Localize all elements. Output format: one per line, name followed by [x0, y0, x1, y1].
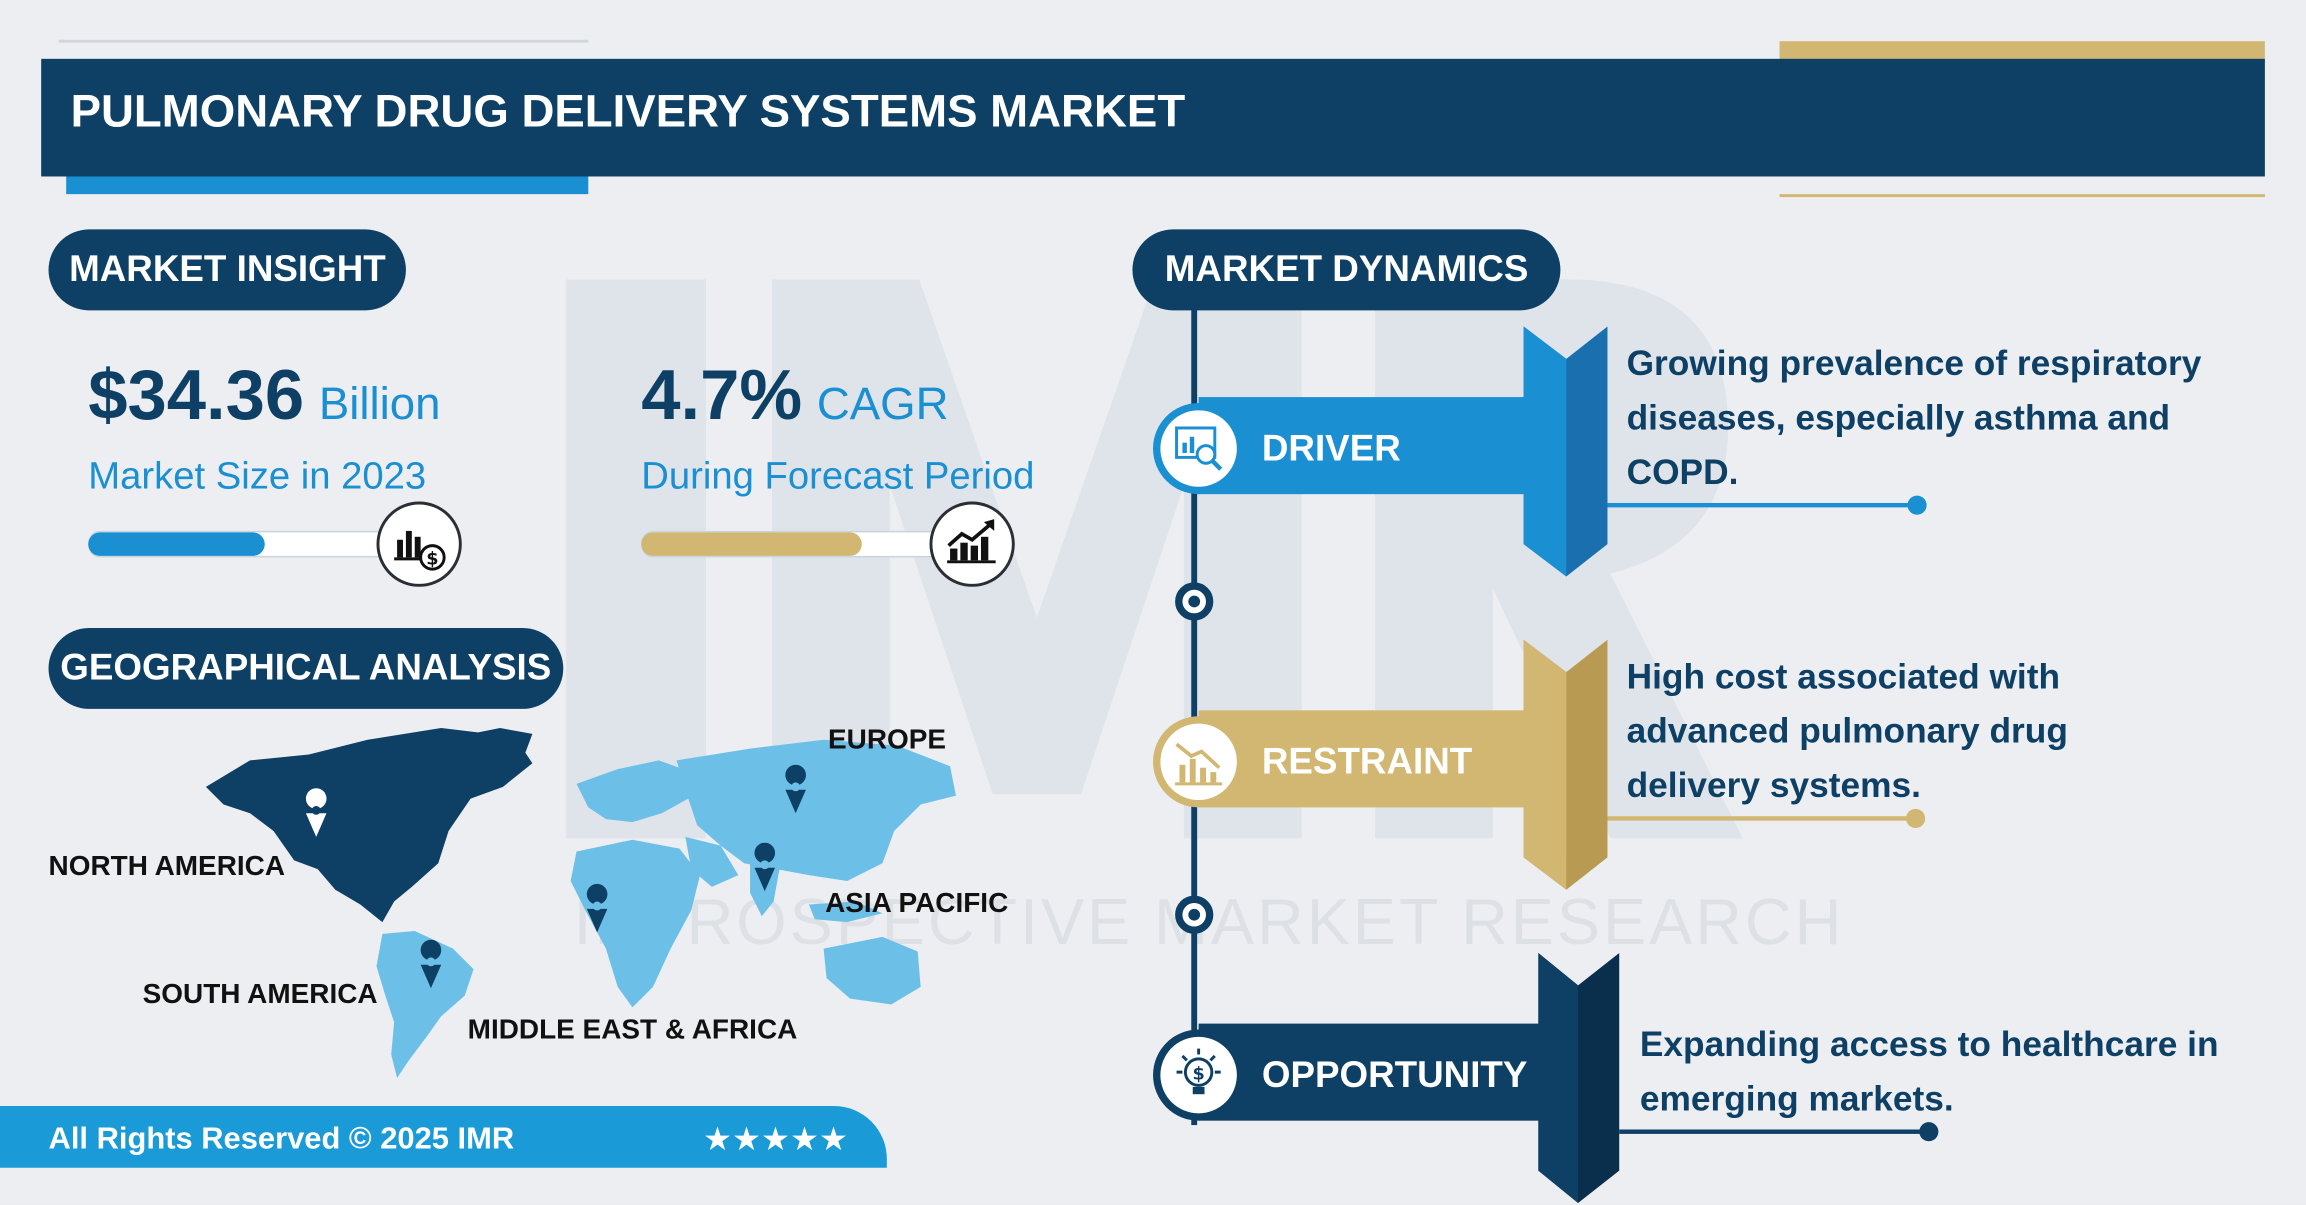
north-america-pin: [305, 788, 327, 837]
market-size-caption: Market Size in 2023: [88, 452, 427, 498]
mea-pin: [586, 883, 608, 933]
svg-text:$: $: [1192, 1064, 1204, 1084]
opportunity-badge: $: [1153, 1029, 1245, 1121]
restraint-badge: [1153, 716, 1245, 808]
svg-text:$: $: [426, 550, 438, 570]
header-accent-gold: [1779, 41, 2265, 62]
south-america-pin: [420, 939, 442, 989]
restraint-connector-dot: [1906, 808, 1926, 829]
cagr-stat: 4.7%CAGR: [641, 356, 948, 437]
header-bar: [41, 58, 2265, 177]
footer-copyright: All Rights Reserved © 2025 IMR: [48, 1122, 515, 1156]
label-asia-pacific: ASIA PACIFIC: [825, 888, 1009, 920]
south-america-shape: [376, 930, 474, 1079]
opportunity-text: Expanding access to healthcare in emergi…: [1639, 1025, 2219, 1120]
header-accent-blue: [66, 173, 589, 195]
page-title: PULMONARY DRUG DELIVERY SYSTEMS MARKET: [70, 85, 1186, 137]
cagr-caption: During Forecast Period: [641, 452, 1035, 498]
driver-badge: [1153, 402, 1245, 495]
driver-connector: [1607, 502, 1914, 508]
world-map: [191, 727, 970, 1081]
australia-shape: [823, 936, 921, 1005]
opportunity-connector: [1619, 1129, 1929, 1134]
africa-shape: [570, 839, 701, 1008]
cagr-value: 4.7%: [641, 357, 803, 436]
europe-pin: [785, 764, 806, 814]
restraint-label: RESTRAINT: [1261, 741, 1473, 783]
restraint-banner: [1154, 639, 1613, 893]
europe-shape: [576, 760, 692, 823]
driver-connector-dot: [1907, 495, 1927, 515]
indonesia-shape: [808, 901, 883, 923]
north-america-shape: [205, 727, 533, 923]
driver-banner: [1154, 326, 1613, 579]
growth-chart-icon: [929, 501, 1015, 587]
opportunity-label: OPPORTUNITY: [1261, 1054, 1528, 1096]
restraint-text: High cost associated with advanced pulmo…: [1626, 657, 2068, 806]
footer-bar: [0, 1105, 887, 1168]
market-size-bar-fill: [88, 532, 265, 556]
label-middle-east-africa: MIDDLE EAST & AFRICA: [467, 1014, 798, 1046]
asia-shape: [676, 739, 956, 881]
label-north-america: NORTH AMERICA: [48, 851, 286, 883]
market-size-unit: Billion: [318, 377, 441, 430]
market-insight-heading: MARKET INSIGHT: [48, 229, 407, 311]
driver-text: Growing prevalence of respiratory diseas…: [1626, 344, 2202, 493]
opportunity-banner: [1154, 953, 1625, 1204]
asia-pacific-pin: [754, 842, 776, 892]
footer-rating-stars: ★★★★★: [702, 1120, 849, 1158]
revenue-chart-icon: $: [376, 501, 462, 587]
idea-bulb-icon: $: [1176, 1048, 1221, 1095]
dynamics-timeline-line: [1191, 301, 1198, 1126]
cagr-bar-fill: [641, 532, 862, 556]
analytics-icon: [1175, 426, 1223, 471]
timeline-node-2: [1175, 895, 1214, 934]
header-accent-line: [1779, 194, 2265, 198]
header-accent-top-left: [58, 39, 589, 43]
opportunity-connector-dot: [1919, 1122, 1939, 1142]
middle-east-shape: [685, 836, 739, 887]
geographical-analysis-heading: GEOGRAPHICAL ANALYSIS: [48, 627, 564, 709]
label-europe: EUROPE: [828, 725, 947, 756]
cagr-unit: CAGR: [816, 377, 949, 430]
restraint-connector: [1607, 816, 1912, 821]
market-dynamics-heading: MARKET DYNAMICS: [1132, 229, 1561, 311]
market-size-value: $34.36: [88, 357, 305, 436]
label-south-america: SOUTH AMERICA: [142, 979, 378, 1011]
timeline-node-1: [1175, 582, 1214, 621]
greenland-shape: [455, 727, 533, 770]
declining-chart-icon: [1175, 742, 1223, 786]
driver-label: DRIVER: [1261, 427, 1401, 470]
